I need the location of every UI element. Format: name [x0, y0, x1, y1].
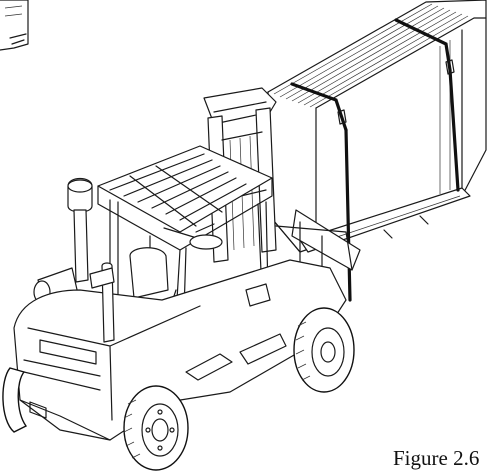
air-intake — [33, 177, 93, 305]
front-wheel-left — [123, 385, 189, 471]
operator-seat — [129, 223, 223, 309]
rear-wheel — [2, 367, 28, 433]
front-wheel-right — [293, 307, 355, 393]
corner-fragment — [0, 0, 29, 51]
figure-caption: Figure 2.6 — [393, 446, 480, 470]
load-straps — [290, 18, 460, 302]
panel-load — [267, 0, 487, 253]
